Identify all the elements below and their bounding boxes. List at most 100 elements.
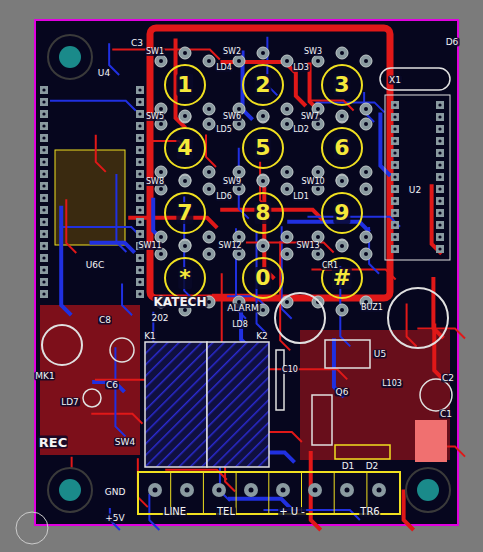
switch-pad: [281, 248, 293, 260]
drill-hole: [138, 208, 141, 211]
switch-pad: [257, 47, 269, 59]
silkscreen-label: CR1: [321, 262, 339, 270]
silkscreen-label: D6: [445, 38, 460, 47]
drill-hole: [138, 220, 141, 223]
drill-hole: [438, 187, 441, 190]
key-outline: [322, 128, 362, 168]
drill-hole: [285, 59, 289, 63]
ic-pad: [40, 146, 48, 154]
ic-pad: [40, 86, 48, 94]
drill-hole: [249, 488, 254, 493]
trace: [61, 206, 71, 315]
silkscreen-label: MK1: [34, 372, 55, 381]
drill-hole: [285, 187, 289, 191]
ic-pad: [136, 290, 144, 298]
drill-hole: [393, 175, 396, 178]
trace: [149, 494, 159, 530]
switch-pad: [281, 183, 293, 195]
drill-hole: [438, 223, 441, 226]
switch-pad: [360, 118, 372, 130]
drill-hole: [217, 488, 222, 493]
silkscreen-label: LD1: [292, 193, 310, 201]
silkscreen-label: SW10: [300, 178, 325, 186]
drill-hole: [207, 59, 211, 63]
ic-pad: [136, 158, 144, 166]
silkscreen-label: REC: [38, 436, 68, 449]
drill-hole: [237, 187, 241, 191]
switch-pad: [257, 240, 269, 252]
switch-pad: [179, 47, 191, 59]
ic-pad: [391, 173, 399, 181]
drill-hole: [237, 107, 241, 111]
drill-hole: [393, 163, 396, 166]
drill-hole: [42, 220, 45, 223]
drill-hole: [393, 103, 396, 106]
drill-hole: [377, 488, 382, 493]
switch-pad: [257, 174, 269, 186]
terminal-divider: [334, 472, 335, 514]
silkscreen-label: SW12: [217, 242, 242, 250]
silkscreen-label: C8: [98, 316, 112, 325]
drill-hole: [138, 184, 141, 187]
key-number: 4: [176, 137, 193, 159]
ic-pad: [436, 245, 444, 253]
silkscreen-label: LINE: [163, 507, 187, 517]
ic-pad: [40, 122, 48, 130]
drill-hole: [138, 232, 141, 235]
switch-pad: [360, 183, 372, 195]
ic-pad: [136, 194, 144, 202]
switch-pad: [203, 231, 215, 243]
silkscreen-label: L103: [381, 380, 403, 388]
switch-pad: [281, 103, 293, 115]
silkscreen-label: C2: [441, 374, 455, 383]
drill-hole: [438, 247, 441, 250]
ic-pad: [391, 101, 399, 109]
drill-hole: [207, 122, 211, 126]
mounting-hole: [417, 479, 439, 501]
ic-pad: [436, 161, 444, 169]
drill-hole: [364, 107, 368, 111]
terminal-divider: [203, 472, 204, 514]
drill-hole: [207, 187, 211, 191]
drill-hole: [438, 139, 441, 142]
trace: [407, 304, 417, 347]
key-outline: [165, 258, 205, 298]
drill-hole: [138, 292, 141, 295]
key-number: #: [332, 267, 352, 289]
ic-pad: [136, 134, 144, 142]
key-number: 3: [333, 74, 350, 96]
capacitor-outline: [276, 350, 284, 410]
board-outline: [35, 20, 458, 525]
silkscreen-label: SW4: [114, 438, 136, 447]
drill-hole: [364, 59, 368, 63]
drill-hole: [159, 187, 163, 191]
switch-pad: [336, 47, 348, 59]
silkscreen-label: U6C: [85, 261, 106, 270]
silkscreen-label: SW5: [145, 113, 165, 121]
drill-hole: [438, 235, 441, 238]
trace: [116, 174, 126, 252]
ic-pad: [436, 137, 444, 145]
silkscreen-label: K2: [255, 332, 269, 341]
drill-hole: [316, 235, 320, 239]
drill-hole: [393, 223, 396, 226]
switch-pad: [233, 166, 245, 178]
drill-hole: [316, 170, 320, 174]
silkscreen-label: SW9: [222, 178, 242, 186]
ic-pad: [391, 137, 399, 145]
silkscreen-label: C6: [105, 381, 119, 390]
ic-pad: [436, 185, 444, 193]
drill-hole: [438, 175, 441, 178]
key-number: 1: [176, 74, 193, 96]
drill-hole: [438, 211, 441, 214]
drill-hole: [138, 100, 141, 103]
drill-hole: [138, 124, 141, 127]
silkscreen-label: X1: [388, 76, 402, 85]
drill-hole: [393, 247, 396, 250]
ic-pad: [136, 98, 144, 106]
drill-hole: [42, 232, 45, 235]
silkscreen-label: SW3: [303, 48, 323, 56]
trace: [296, 67, 306, 106]
